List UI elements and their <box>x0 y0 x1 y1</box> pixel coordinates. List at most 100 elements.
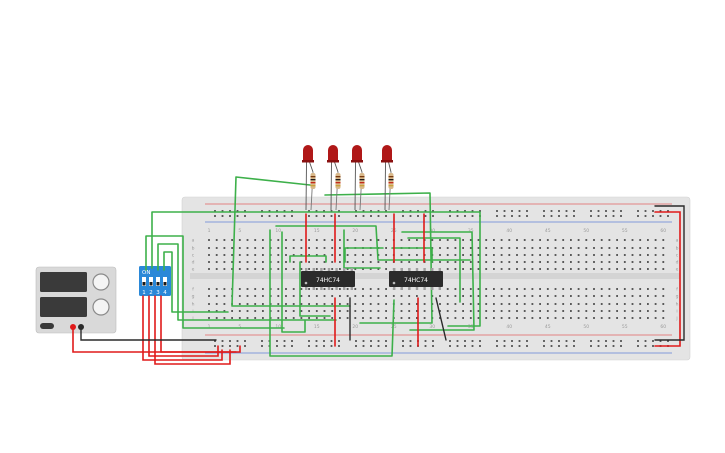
hole[interactable] <box>246 288 249 290</box>
hole[interactable] <box>454 303 457 305</box>
dip-toggle-slot[interactable] <box>142 277 146 286</box>
led-array[interactable] <box>302 145 394 211</box>
hole[interactable] <box>562 295 565 297</box>
rail-hole[interactable] <box>659 215 662 217</box>
hole[interactable] <box>262 295 264 297</box>
hole[interactable] <box>516 247 518 249</box>
rail-hole[interactable] <box>268 210 271 212</box>
rail-hole[interactable] <box>597 345 600 347</box>
hole[interactable] <box>315 288 318 290</box>
hole[interactable] <box>554 254 557 256</box>
hole[interactable] <box>562 310 565 312</box>
rail-hole[interactable] <box>479 340 481 342</box>
hole[interactable] <box>277 288 280 290</box>
hole[interactable] <box>331 247 334 249</box>
hole[interactable] <box>277 239 280 241</box>
rail-hole[interactable] <box>409 210 412 212</box>
hole[interactable] <box>647 310 649 312</box>
rail-hole[interactable] <box>449 345 451 347</box>
hole[interactable] <box>339 303 341 305</box>
hole[interactable] <box>308 268 310 270</box>
hole[interactable] <box>223 247 226 249</box>
rail-hole[interactable] <box>620 345 622 347</box>
hole[interactable] <box>208 295 210 297</box>
hole[interactable] <box>485 261 488 263</box>
hole[interactable] <box>215 261 218 263</box>
hole[interactable] <box>369 288 372 290</box>
hole[interactable] <box>400 254 403 256</box>
hole[interactable] <box>469 247 472 249</box>
hole[interactable] <box>416 254 418 256</box>
hole[interactable] <box>493 310 495 312</box>
hole[interactable] <box>654 261 657 263</box>
hole[interactable] <box>570 303 572 305</box>
rail-hole[interactable] <box>377 210 380 212</box>
hole[interactable] <box>546 239 549 241</box>
hole[interactable] <box>639 254 642 256</box>
rail-hole[interactable] <box>558 215 560 217</box>
hole[interactable] <box>416 239 418 241</box>
hole[interactable] <box>593 254 595 256</box>
rail-hole[interactable] <box>449 340 451 342</box>
rail-hole[interactable] <box>503 340 506 342</box>
hole[interactable] <box>354 288 357 290</box>
hole[interactable] <box>246 261 249 263</box>
rail-hole[interactable] <box>471 215 474 217</box>
hole[interactable] <box>485 288 488 290</box>
hole[interactable] <box>493 268 495 270</box>
hole[interactable] <box>654 247 657 249</box>
resistor-icon[interactable] <box>335 173 341 189</box>
hole[interactable] <box>354 317 357 319</box>
hole[interactable] <box>662 247 665 249</box>
hole[interactable] <box>639 288 642 290</box>
dip-toggle-slot[interactable] <box>149 277 153 286</box>
hole[interactable] <box>593 295 595 297</box>
rail-hole[interactable] <box>261 345 263 347</box>
hole[interactable] <box>623 247 626 249</box>
rail-hole[interactable] <box>236 345 239 347</box>
rail-hole[interactable] <box>261 210 263 212</box>
hole[interactable] <box>508 303 511 305</box>
rail-hole[interactable] <box>590 215 592 217</box>
hole[interactable] <box>238 295 241 297</box>
hole[interactable] <box>223 295 226 297</box>
rail-hole[interactable] <box>221 210 224 212</box>
rail-hole[interactable] <box>590 210 592 212</box>
hole[interactable] <box>369 261 372 263</box>
rail-hole[interactable] <box>432 215 434 217</box>
hole[interactable] <box>385 310 387 312</box>
hole[interactable] <box>362 239 364 241</box>
hole[interactable] <box>639 317 642 319</box>
hole[interactable] <box>508 295 511 297</box>
hole[interactable] <box>616 254 618 256</box>
hole[interactable] <box>608 247 611 249</box>
hole[interactable] <box>531 295 534 297</box>
rail-hole[interactable] <box>550 340 553 342</box>
hole[interactable] <box>562 268 565 270</box>
rail-hole[interactable] <box>518 345 521 347</box>
hole[interactable] <box>454 254 457 256</box>
hole[interactable] <box>315 303 318 305</box>
rail-hole[interactable] <box>558 340 560 342</box>
hole[interactable] <box>223 268 226 270</box>
hole[interactable] <box>400 261 403 263</box>
hole[interactable] <box>485 317 488 319</box>
hole[interactable] <box>439 303 441 305</box>
hole[interactable] <box>523 288 526 290</box>
rail-hole[interactable] <box>362 340 365 342</box>
hole[interactable] <box>346 239 349 241</box>
hole[interactable] <box>593 239 595 241</box>
hole[interactable] <box>354 261 357 263</box>
hole[interactable] <box>315 295 318 297</box>
rail-hole[interactable] <box>308 210 310 212</box>
breadboard-holes[interactable] <box>208 210 669 347</box>
hole[interactable] <box>523 303 526 305</box>
hole[interactable] <box>262 288 264 290</box>
hole[interactable] <box>362 288 364 290</box>
hole[interactable] <box>631 261 634 263</box>
hole[interactable] <box>539 261 541 263</box>
hole[interactable] <box>623 261 626 263</box>
hole[interactable] <box>208 310 210 312</box>
rail-hole[interactable] <box>402 340 404 342</box>
hole[interactable] <box>300 303 303 305</box>
